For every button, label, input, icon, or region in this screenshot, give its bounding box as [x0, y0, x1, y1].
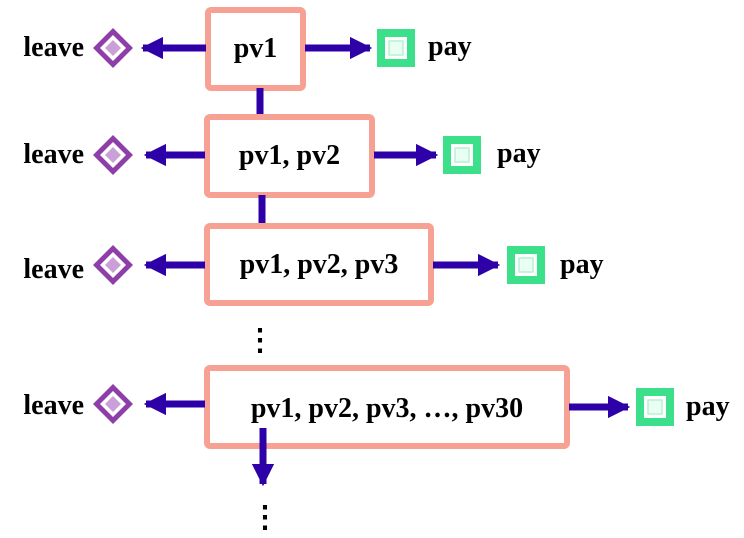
node-label-2: pv1, pv2 [239, 140, 340, 171]
leave-label: leave [23, 139, 84, 170]
leave-label: leave [23, 254, 84, 285]
ellipsis-end: ⋮ [250, 501, 280, 534]
pay-label: pay [428, 31, 472, 62]
pay-label: pay [686, 391, 730, 422]
node-box-3 [204, 223, 434, 306]
pay-square-icon [507, 246, 545, 284]
leave-diamond-icon [93, 384, 133, 424]
pay-label: pay [560, 249, 604, 280]
leave-label: leave [23, 32, 84, 63]
node-label-4: pv1, pv2, pv3, …, pv30 [251, 393, 523, 424]
leave-diamond-icon [93, 245, 133, 285]
row-2: pv1, pv2 leave pay [23, 114, 541, 198]
row-4: pv1, pv2, pv3, …, pv30 leave pay [23, 365, 730, 449]
node-box-1 [205, 7, 306, 91]
pay-label: pay [497, 138, 541, 169]
pay-square-icon [636, 388, 674, 426]
node-label-3: pv1, pv2, pv3 [240, 249, 399, 280]
row-3: pv1, pv2, pv3 leave pay [23, 223, 604, 306]
leave-diamond-icon [93, 28, 133, 68]
node-box-2 [204, 114, 375, 198]
leave-diamond-icon [93, 135, 133, 175]
node-label-1: pv1 [234, 33, 278, 64]
pay-square-icon [443, 136, 481, 174]
row-1: pv1 leave pay [23, 7, 472, 91]
leave-label: leave [23, 390, 84, 421]
node-box-4 [204, 365, 570, 449]
ellipsis-mid: ⋮ [245, 324, 275, 357]
pay-square-icon [377, 29, 415, 67]
